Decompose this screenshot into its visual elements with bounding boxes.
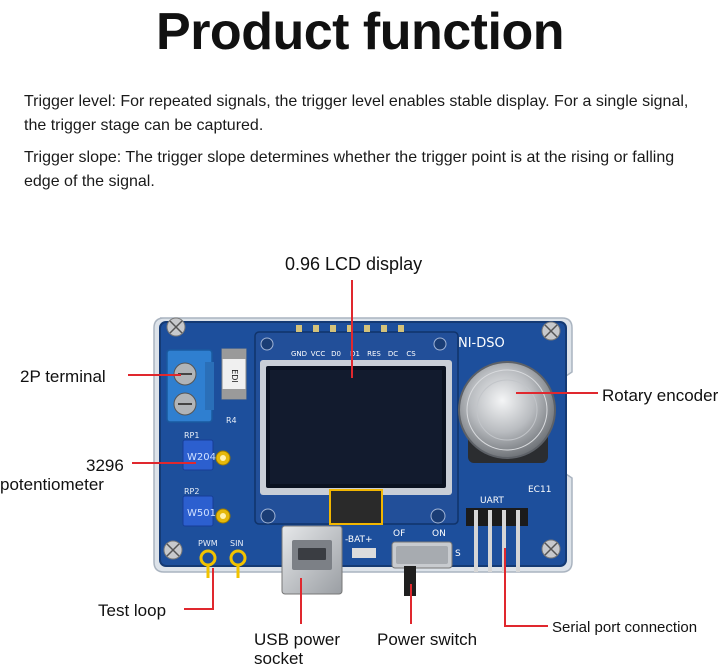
svg-text:D0: D0 xyxy=(331,350,341,358)
svg-text:SIN: SIN xyxy=(230,539,243,548)
callout-lcd-display: 0.96 LCD display xyxy=(285,254,423,274)
svg-text:RP2: RP2 xyxy=(184,487,199,496)
callout-test-loop: Test loop xyxy=(98,601,167,620)
callout-usb-power: USB power xyxy=(254,630,340,649)
svg-text:DC: DC xyxy=(388,350,398,358)
callout-serial-port: Serial port connection xyxy=(552,619,698,636)
callout-power-switch: Power switch xyxy=(377,630,478,649)
rotary-knob xyxy=(458,361,556,459)
svg-text:-BAT+: -BAT+ xyxy=(345,535,373,545)
svg-text:OF: OF xyxy=(393,529,405,539)
svg-text:EDI: EDI xyxy=(230,369,239,383)
svg-text:GND: GND xyxy=(291,350,307,358)
page-title: Product function xyxy=(156,3,564,61)
svg-text:EC11: EC11 xyxy=(528,485,551,495)
svg-text:NI-DSO: NI-DSO xyxy=(458,336,505,351)
callout-potentiometer-number: 3296 xyxy=(86,456,124,475)
svg-text:PWM: PWM xyxy=(198,539,218,548)
svg-text:RES: RES xyxy=(367,350,381,358)
leader-lines xyxy=(128,280,598,627)
callout-potentiometer: potentiometer xyxy=(0,475,104,494)
svg-text:R4: R4 xyxy=(226,416,237,425)
svg-text:RP1: RP1 xyxy=(184,431,199,440)
svg-text:W501: W501 xyxy=(187,508,216,519)
trigger-slope-paragraph: Trigger slope: The trigger slope determi… xyxy=(24,149,675,190)
svg-text:S: S xyxy=(455,549,461,559)
callout-usb-socket: socket xyxy=(254,649,304,668)
callout-rotary-encoder: Rotary encoder xyxy=(602,386,719,405)
callout-2p-terminal: 2P terminal xyxy=(20,367,106,386)
svg-text:UART: UART xyxy=(480,496,504,506)
svg-text:D1: D1 xyxy=(350,350,360,358)
potentiometer-rp2 xyxy=(182,495,214,527)
trigger-level-paragraph: Trigger level: For repeated signals, the… xyxy=(24,93,689,134)
svg-text:ON: ON xyxy=(432,529,446,539)
svg-text:VCC: VCC xyxy=(311,350,326,358)
uart-header xyxy=(466,508,528,526)
svg-text:W204: W204 xyxy=(187,452,216,463)
svg-text:CS: CS xyxy=(406,350,416,358)
